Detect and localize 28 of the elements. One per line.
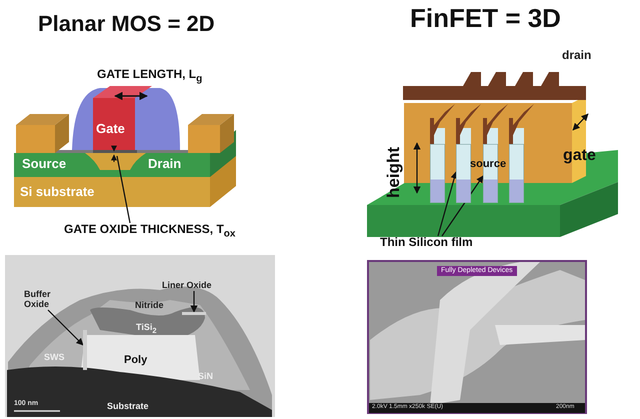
- part-label: drain: [562, 49, 592, 62]
- part-label: Substrate: [107, 402, 149, 412]
- silicon-fin: [430, 144, 445, 203]
- part-label: SWS: [44, 353, 65, 363]
- oxide-layer: [83, 330, 87, 370]
- leader-line: [116, 156, 131, 224]
- part-label: Source: [22, 157, 66, 172]
- dimension-label: GATE LENGTH, L$_{g}$: [97, 68, 202, 84]
- part-label: Gate: [96, 122, 125, 136]
- part-label: Si substrate: [20, 185, 94, 200]
- part-label: Poly: [124, 354, 148, 366]
- leader-line: [437, 171, 458, 236]
- part-label: Drain: [148, 157, 182, 172]
- callout-text: Thin Silicon film: [380, 236, 473, 250]
- panel-title: Planar MOS = 2D: [38, 12, 215, 36]
- part-label: Nitride: [135, 301, 164, 311]
- callout-text: Liner Oxide: [162, 281, 212, 291]
- silicon-fin: [456, 144, 471, 203]
- callout-text: Buffer Oxide: [24, 290, 64, 310]
- silicon-fin: [509, 144, 524, 203]
- callout-text: GATE OXIDE THICKNESS, T$_{ox}$: [64, 223, 236, 240]
- part-label: height: [385, 147, 404, 198]
- part-label: TiSi$_{2}$: [136, 323, 157, 336]
- leader-line: [190, 291, 198, 313]
- part-label: SiN: [198, 372, 214, 382]
- oxide-layer: [182, 312, 206, 315]
- panel-title: FinFET = 3D: [410, 4, 561, 33]
- leader-line: [442, 175, 484, 236]
